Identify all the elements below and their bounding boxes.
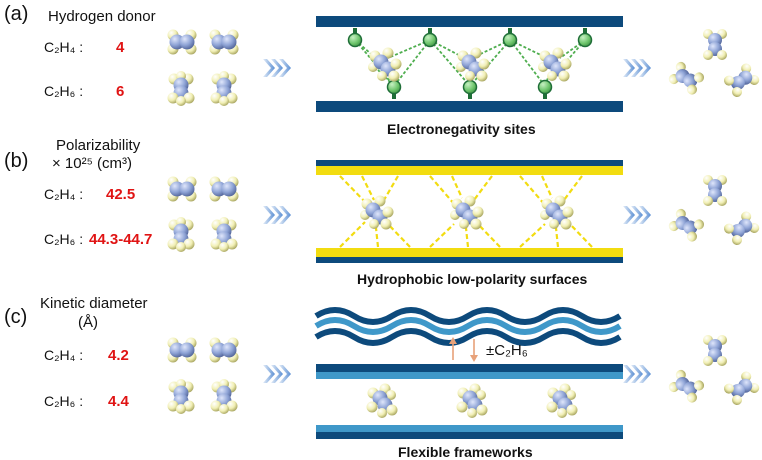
panel-a-caption: Electronegativity sites <box>387 121 536 137</box>
panel-a-ethylene-value: 4 <box>116 39 125 56</box>
ethane-molecule-icon <box>360 195 394 230</box>
panel-b-caption: Hydrophobic low-polarity surfaces <box>357 271 588 287</box>
triple-chevron-arrow-icon <box>263 365 291 383</box>
panel-c-heading-line-2: (Å) <box>78 314 98 331</box>
panel-b-ethane-value: 44.3-44.7 <box>89 231 153 248</box>
ethane-molecule-icon <box>450 195 484 230</box>
panel-b-ethylene-formula: C₂H₄ : <box>44 186 84 202</box>
panel-c-ethane-molecules <box>167 379 238 414</box>
panel-a-framework <box>316 16 623 112</box>
panel-b-heading-line-2: × 10²⁵ (cm³) <box>52 155 132 172</box>
triple-chevron-arrow-icon <box>623 59 651 77</box>
ethane-molecule-icon <box>366 383 398 418</box>
panel-a-heading: Hydrogen donor <box>48 8 156 25</box>
panel-a-product-molecules <box>667 29 762 100</box>
panel-a-ethane-formula: C₂H₆ : <box>44 83 84 99</box>
panel-a-ethylene-molecules <box>167 29 239 55</box>
ethane-molecule-icon <box>546 383 578 418</box>
panel-c-product-molecules <box>667 335 762 408</box>
panel-c-ethylene-value: 4.2 <box>108 347 129 364</box>
panel-b-ethylene-molecules <box>167 176 239 202</box>
panel-b-heading-line-1: Polarizability <box>56 137 141 154</box>
panel-b-ethylene-value: 42.5 <box>106 186 136 203</box>
panel-c-heading-line-1: Kinetic diameter <box>40 295 148 312</box>
panel-label-b: (b) <box>4 150 29 172</box>
panel-label-c: (c) <box>4 306 28 328</box>
panel-a-ethane-value: 6 <box>116 83 125 100</box>
panel-c-ethylene-molecules <box>167 337 239 363</box>
panel-b-ethane-formula: C₂H₆ : <box>44 231 84 247</box>
triple-chevron-arrow-icon <box>263 59 291 77</box>
panel-a-ethane-molecules <box>167 71 238 106</box>
bottom-wall <box>316 101 623 112</box>
triple-chevron-arrow-icon <box>623 365 651 383</box>
triple-chevron-arrow-icon <box>263 206 291 224</box>
panel-c-ethane-value: 4.4 <box>108 393 129 410</box>
panel-c-ethane-formula: C₂H₆ : <box>44 393 84 409</box>
panel-b-ethane-molecules <box>167 217 238 252</box>
guest-adsorption-label: ±C₂H₆ <box>486 342 528 359</box>
expansion-arrows <box>449 337 478 362</box>
panel-label-a: (a) <box>4 3 29 25</box>
panel-b-framework <box>316 160 623 263</box>
panel-a-ethylene-formula: C₂H₄ : <box>44 39 84 55</box>
panel-c-ethylene-formula: C₂H₄ : <box>44 347 84 363</box>
triple-chevron-arrow-icon <box>623 206 651 224</box>
panel-b-product-molecules <box>667 175 762 248</box>
top-wall <box>316 16 623 27</box>
panel-c-caption: Flexible frameworks <box>398 444 533 460</box>
ethane-molecule-icon <box>456 383 488 418</box>
panel-c-framework <box>314 307 623 439</box>
ethane-molecule-icon <box>368 47 402 82</box>
